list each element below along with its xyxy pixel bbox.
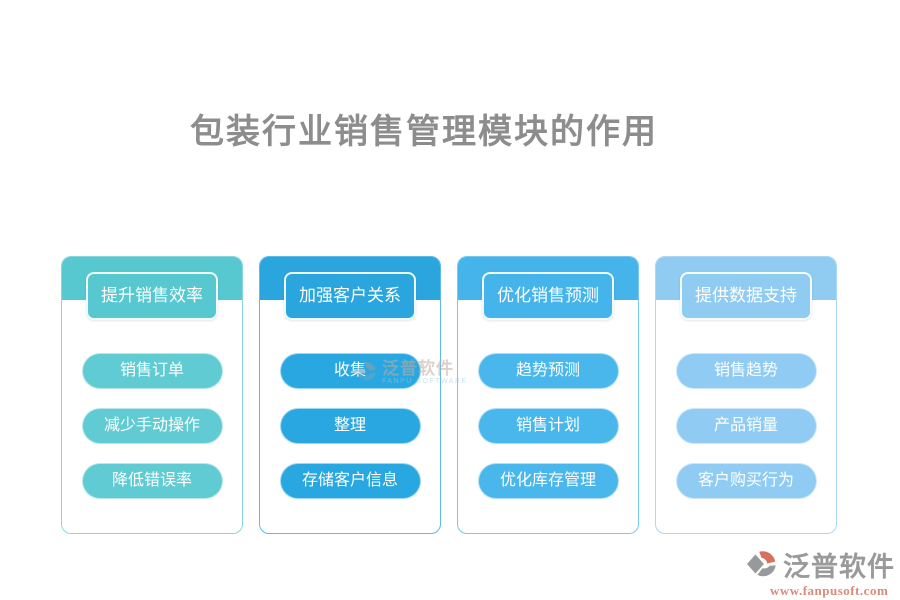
item-pill: 销售计划	[477, 408, 619, 444]
item-pill: 趋势预测	[477, 353, 619, 389]
item-pill: 销售趋势	[675, 353, 817, 389]
card-items: 收集 整理 存储客户信息	[260, 353, 440, 518]
card-header: 优化销售预测	[482, 272, 614, 320]
card-header: 加强客户关系	[284, 272, 416, 320]
item-pill: 整理	[279, 408, 421, 444]
item-pill: 销售订单	[81, 353, 223, 389]
brand-signature: 泛普软件 www.fanpusoft.com	[746, 547, 895, 599]
page-title: 包装行业销售管理模块的作用	[190, 114, 658, 151]
card-customer-relations: 加强客户关系 收集 整理 存储客户信息	[259, 256, 441, 534]
item-pill: 优化库存管理	[477, 463, 619, 499]
card-items: 趋势预测 销售计划 优化库存管理	[458, 353, 638, 518]
item-pill: 客户购买行为	[675, 463, 817, 499]
card-sales-efficiency: 提升销售效率 销售订单 减少手动操作 降低错误率	[61, 256, 243, 534]
item-pill: 降低错误率	[81, 463, 223, 499]
card-data-support: 提供数据支持 销售趋势 产品销量 客户购买行为	[655, 256, 837, 534]
fanpu-logo-icon	[746, 547, 780, 586]
signature-url: www.fanpusoft.com	[770, 583, 889, 598]
card-items: 销售趋势 产品销量 客户购买行为	[656, 353, 836, 518]
signature-brand-text: 泛普软件	[783, 551, 895, 582]
item-pill: 存储客户信息	[279, 463, 421, 499]
item-pill: 产品销量	[675, 408, 817, 444]
card-sales-forecast: 优化销售预测 趋势预测 销售计划 优化库存管理	[457, 256, 639, 534]
cards-row: 提升销售效率 销售订单 减少手动操作 降低错误率 加强客户关系 收集 整理 存储…	[61, 256, 837, 534]
item-pill: 收集	[279, 353, 421, 389]
card-items: 销售订单 减少手动操作 降低错误率	[62, 353, 242, 518]
item-pill: 减少手动操作	[81, 408, 223, 444]
card-header: 提供数据支持	[680, 272, 812, 320]
card-header: 提升销售效率	[86, 272, 218, 320]
